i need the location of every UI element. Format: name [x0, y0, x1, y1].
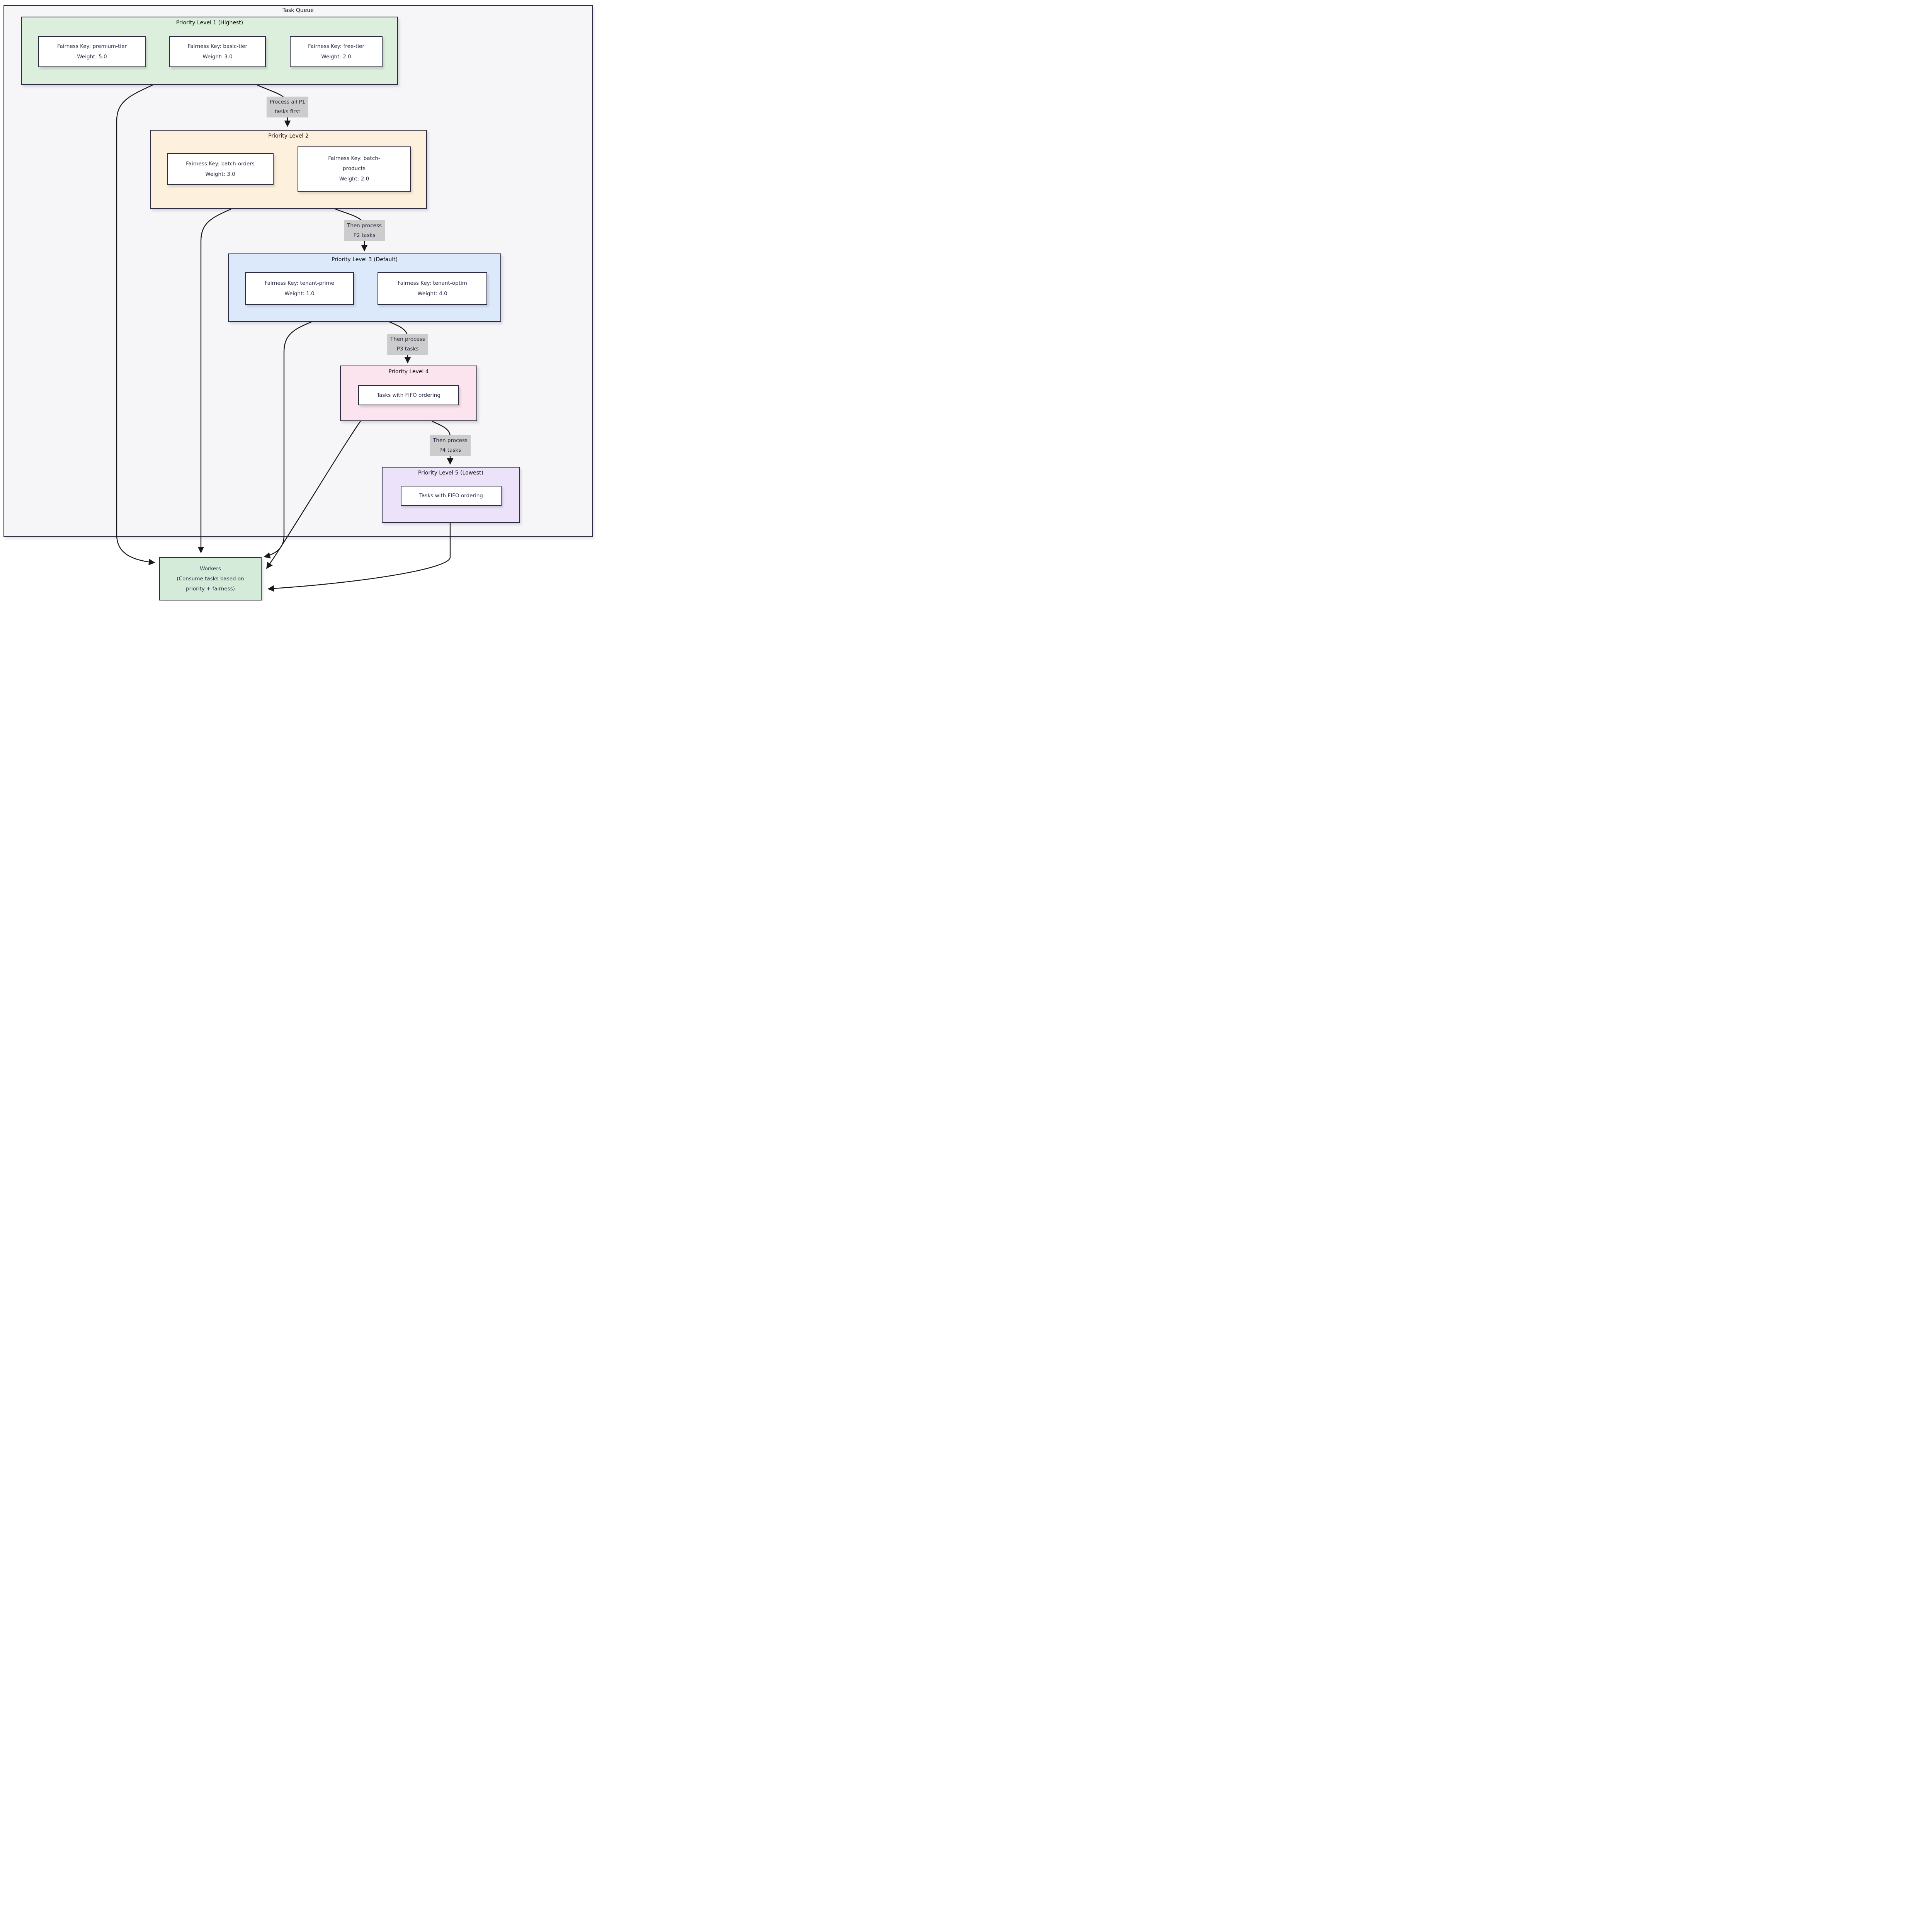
workers-line2: (Consume tasks based on: [177, 575, 244, 582]
node-batch-products: Fairness Key: batch-products Weight: 2.0: [298, 146, 411, 192]
node-batch-products-key: Fairness Key: batch-products: [328, 155, 380, 172]
node-tenant-prime-weight: Weight: 1.0: [284, 290, 315, 297]
edge-label-p1-p2-line1: Process all P1: [269, 99, 306, 105]
edge-label-p4-p5-line1: Then process: [433, 437, 468, 444]
edge-label-p3-p4: Then process P3 tasks: [387, 334, 428, 355]
node-fifo-p5: Tasks with FIFO ordering: [401, 486, 502, 506]
node-fifo-p4: Tasks with FIFO ordering: [358, 385, 459, 405]
edge-label-p2-p3-line2: P2 tasks: [353, 232, 376, 238]
node-premium-tier-weight: Weight: 5.0: [77, 53, 107, 60]
priority-level-4-title: Priority Level 4: [388, 369, 429, 375]
node-batch-products-weight: Weight: 2.0: [339, 175, 369, 182]
priority-level-2-title: Priority Level 2: [268, 133, 309, 139]
edge-label-p1-p2: Process all P1 tasks first: [266, 97, 309, 117]
edge-label-p4-p5-line2: P4 tasks: [439, 447, 461, 453]
priority-level-1-title: Priority Level 1 (Highest): [176, 20, 243, 26]
node-basic-tier-weight: Weight: 3.0: [202, 53, 233, 60]
node-basic-tier-key: Fairness Key: basic-tier: [187, 43, 248, 49]
edge-label-p3-p4-line2: P3 tasks: [396, 345, 419, 352]
edge-label-p2-p3-line1: Then process: [347, 223, 382, 229]
priority-level-5-title: Priority Level 5 (Lowest): [418, 470, 483, 476]
edge-label-p3-p4-line1: Then process: [390, 336, 425, 342]
node-tenant-prime-key: Fairness Key: tenant-prime: [265, 280, 334, 286]
node-tenant-optim-key: Fairness Key: tenant-optim: [398, 280, 467, 286]
node-tenant-prime: Fairness Key: tenant-prime Weight: 1.0: [245, 272, 354, 305]
node-tenant-optim-weight: Weight: 4.0: [417, 290, 447, 297]
node-fifo-p4-label: Tasks with FIFO ordering: [377, 392, 440, 398]
priority-level-2-box: Priority Level 2 Fairness Key: batch-ord…: [150, 130, 427, 209]
node-fifo-p5-label: Tasks with FIFO ordering: [419, 492, 483, 499]
node-batch-orders-key: Fairness Key: batch-orders: [186, 160, 255, 167]
edge-label-p4-p5: Then process P4 tasks: [430, 435, 471, 456]
priority-level-1-box: Priority Level 1 (Highest) Fairness Key:…: [21, 17, 398, 85]
priority-level-3-box: Priority Level 3 (Default) Fairness Key:…: [228, 253, 501, 322]
workers-line3: priority + fairness): [186, 586, 235, 592]
workers-node: Workers (Consume tasks based on priority…: [159, 557, 262, 600]
node-basic-tier: Fairness Key: basic-tier Weight: 3.0: [169, 36, 266, 67]
edge-label-p2-p3: Then process P2 tasks: [344, 220, 385, 241]
task-queue-title: Task Queue: [282, 7, 314, 14]
workers-line1: Workers: [200, 565, 221, 572]
node-premium-tier: Fairness Key: premium-tier Weight: 5.0: [38, 36, 146, 67]
node-free-tier-key: Fairness Key: free-tier: [308, 43, 364, 49]
node-batch-orders: Fairness Key: batch-orders Weight: 3.0: [167, 153, 274, 185]
node-free-tier-weight: Weight: 2.0: [321, 53, 351, 60]
node-batch-orders-weight: Weight: 3.0: [205, 171, 235, 177]
node-premium-tier-key: Fairness Key: premium-tier: [57, 43, 127, 49]
edge-label-p1-p2-line2: tasks first: [274, 108, 301, 115]
node-tenant-optim: Fairness Key: tenant-optim Weight: 4.0: [378, 272, 487, 305]
priority-level-3-title: Priority Level 3 (Default): [331, 257, 398, 263]
priority-level-5-box: Priority Level 5 (Lowest) Tasks with FIF…: [382, 467, 520, 523]
priority-level-4-box: Priority Level 4 Tasks with FIFO orderin…: [340, 366, 477, 421]
node-free-tier: Fairness Key: free-tier Weight: 2.0: [290, 36, 383, 67]
diagram-canvas: Task Queue Priority Level 1 (Highest) Fa…: [0, 0, 596, 601]
